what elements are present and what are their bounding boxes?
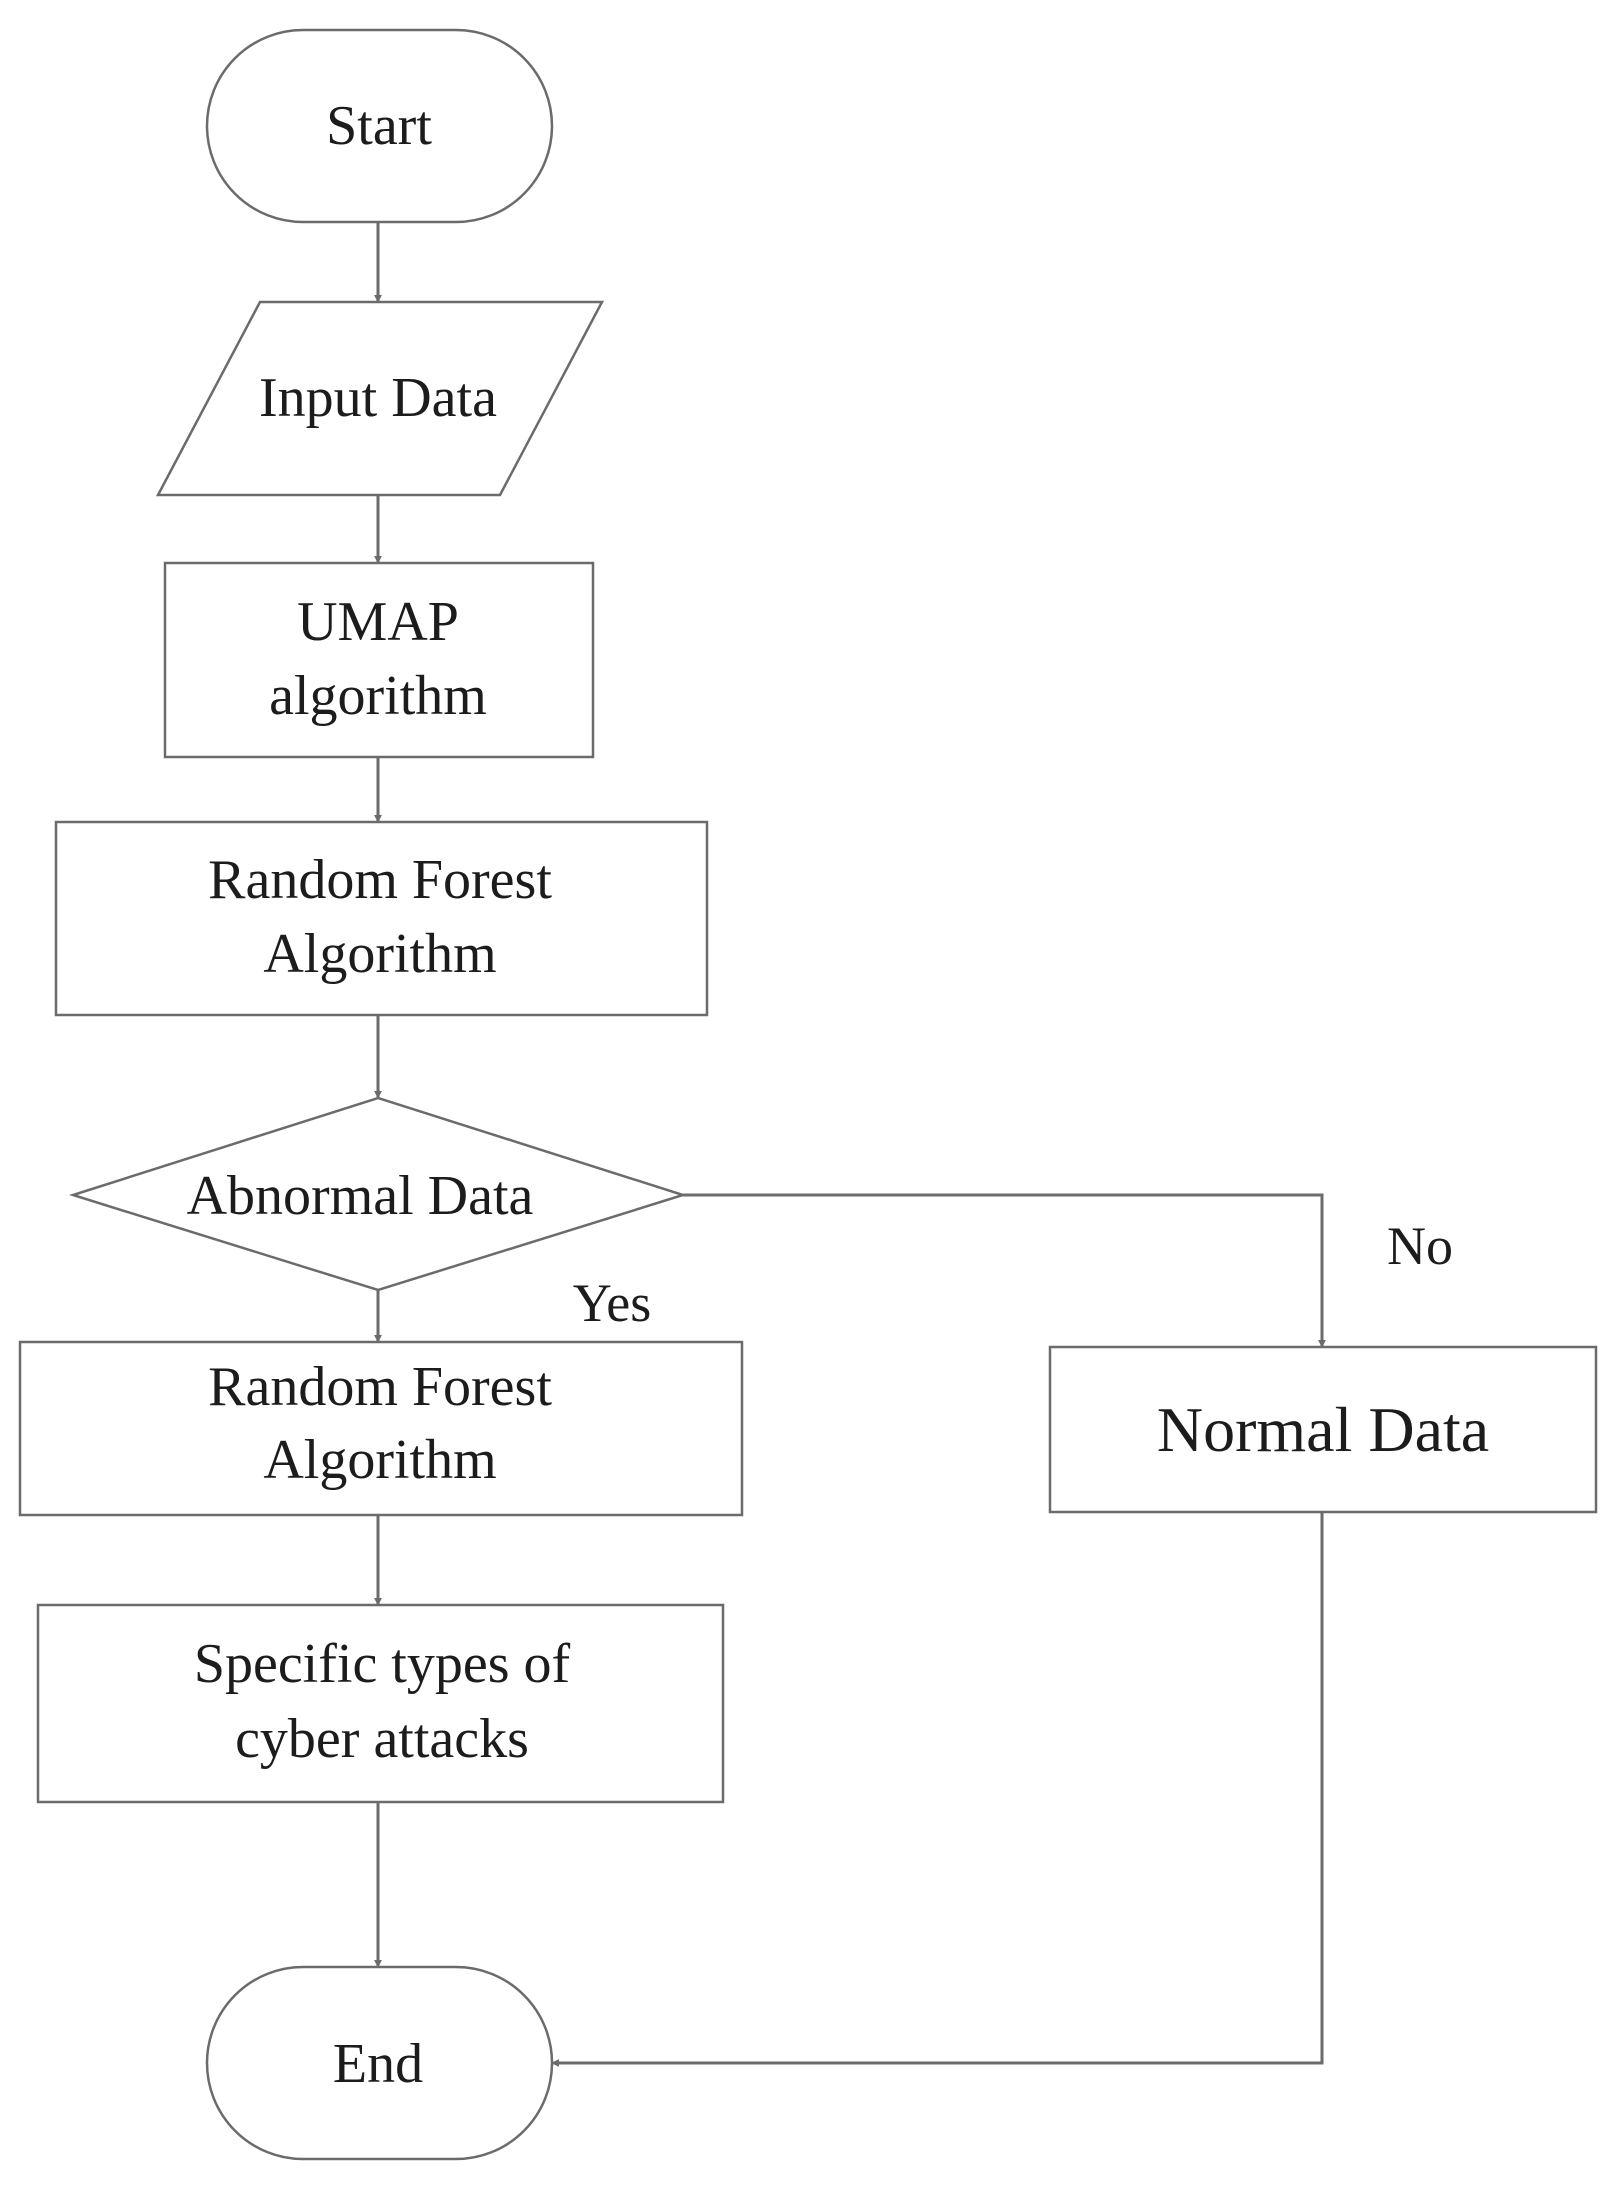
end-label: End	[333, 2033, 423, 2095]
connectors	[374, 222, 1326, 2067]
arrow-normal-to-end	[551, 1512, 1324, 2067]
umap-line-1: UMAP	[297, 591, 459, 653]
umap-line-2: algorithm	[269, 665, 487, 727]
start-node: Start	[205, 28, 554, 224]
attacks-line-1: Specific types of	[194, 1633, 571, 1695]
rf2-line-1: Random Forest	[208, 1356, 552, 1418]
rf1-line-2: Algorithm	[263, 923, 496, 985]
normal-data-label: Normal Data	[1157, 1394, 1489, 1465]
random-forest-node-1: Random Forest Algorithm	[54, 820, 709, 1017]
rf2-line-2: Algorithm	[263, 1429, 496, 1491]
start-label: Start	[326, 95, 432, 157]
input-data-node: Input Data	[155, 300, 605, 497]
umap-node: UMAP algorithm	[163, 561, 595, 759]
random-forest-node-2: Random Forest Algorithm	[18, 1340, 744, 1517]
input-data-label: Input Data	[259, 367, 497, 429]
arrow-decision-to-normal	[683, 1193, 1326, 1348]
decision-label: Abnormal Data	[187, 1165, 534, 1227]
attacks-line-2: cyber attacks	[235, 1708, 529, 1770]
normal-data-node: Normal Data	[1048, 1345, 1598, 1514]
attack-types-node: Specific types of cyber attacks	[36, 1603, 725, 1804]
abnormal-data-decision: Abnormal Data	[68, 1096, 688, 1292]
yes-label: Yes	[573, 1273, 652, 1333]
no-label: No	[1387, 1216, 1453, 1276]
rf1-line-1: Random Forest	[208, 849, 552, 911]
end-node: End	[205, 1965, 554, 2161]
